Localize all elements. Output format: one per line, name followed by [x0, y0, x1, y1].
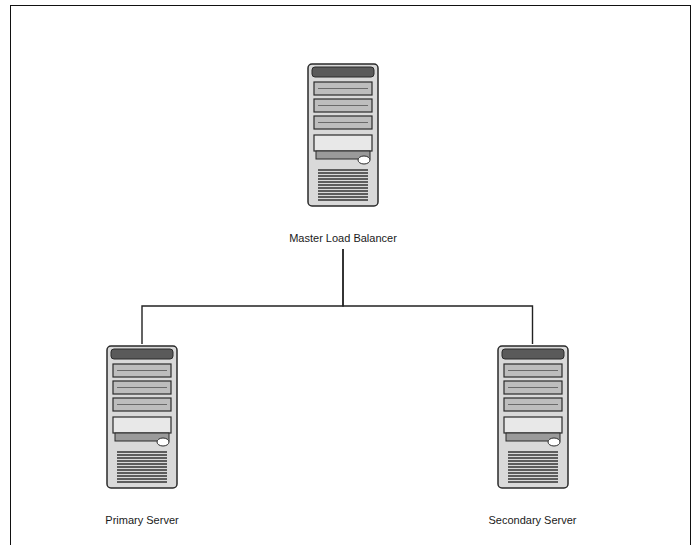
- server-icon: [494, 342, 572, 492]
- server-icon: [304, 60, 382, 210]
- server-node: Primary Server: [101, 342, 183, 527]
- server-label: Secondary Server: [486, 514, 579, 527]
- connector-line: [343, 249, 533, 344]
- server-icon: [103, 342, 181, 492]
- server-label: Primary Server: [101, 514, 183, 527]
- connector-line: [142, 249, 343, 344]
- server-label: Master Load Balancer: [287, 232, 399, 245]
- server-node: Secondary Server: [486, 342, 579, 527]
- server-node: Master Load Balancer: [287, 60, 399, 245]
